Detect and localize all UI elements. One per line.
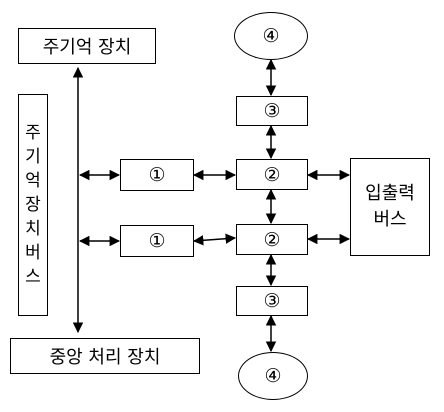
cpu-label: 중앙 처리 장치	[49, 347, 161, 368]
io-bus-label-line2: 버스	[373, 209, 407, 230]
io-bus-label-line1: 입출력	[365, 183, 415, 204]
node-4-bottom-label: ④	[264, 365, 282, 387]
memory-bus-char: 스	[25, 267, 41, 287]
node-3-top-label: ③	[263, 100, 281, 122]
node-3-top-box: ③	[236, 96, 308, 126]
node-2-bottom-label: ②	[263, 228, 281, 251]
node-4-top-ellipse: ④	[234, 12, 308, 60]
node-3-bottom-box: ③	[236, 286, 308, 316]
memory-bus-label: 주 기 억 장 치 버 스	[25, 121, 41, 289]
memory-bus-box: 주 기 억 장 치 버 스	[18, 94, 48, 316]
n1-to-n2-bottom-arrow	[192, 233, 237, 246]
memory-bus-char: 억	[25, 171, 41, 191]
node-2-bottom-box: ②	[236, 224, 308, 255]
node-4-top-label: ④	[262, 25, 280, 47]
node-4-bottom-ellipse: ④	[238, 352, 308, 400]
cpu-box: 중앙 처리 장치	[10, 338, 200, 374]
memory-bus-char: 장	[25, 195, 41, 215]
node-1-top-label: ①	[148, 164, 166, 186]
node-3-bottom-label: ③	[263, 290, 281, 312]
node-1-bottom-box: ①	[120, 225, 194, 257]
io-bus-box: 입출력 버스	[350, 158, 430, 256]
memory-bus-char: 주	[25, 123, 41, 143]
memory-bus-char: 기	[25, 147, 41, 167]
node-1-top-box: ①	[120, 159, 194, 191]
memory-bus-char: 치	[25, 219, 41, 239]
node-2-top-label: ②	[263, 163, 281, 186]
node-1-bottom-label: ①	[148, 230, 166, 252]
memory-bus-char: 버	[25, 243, 41, 263]
main-memory-box: 주기억 장치	[18, 28, 156, 64]
main-memory-label: 주기억 장치	[42, 37, 132, 58]
node-2-top-box: ②	[236, 159, 308, 190]
